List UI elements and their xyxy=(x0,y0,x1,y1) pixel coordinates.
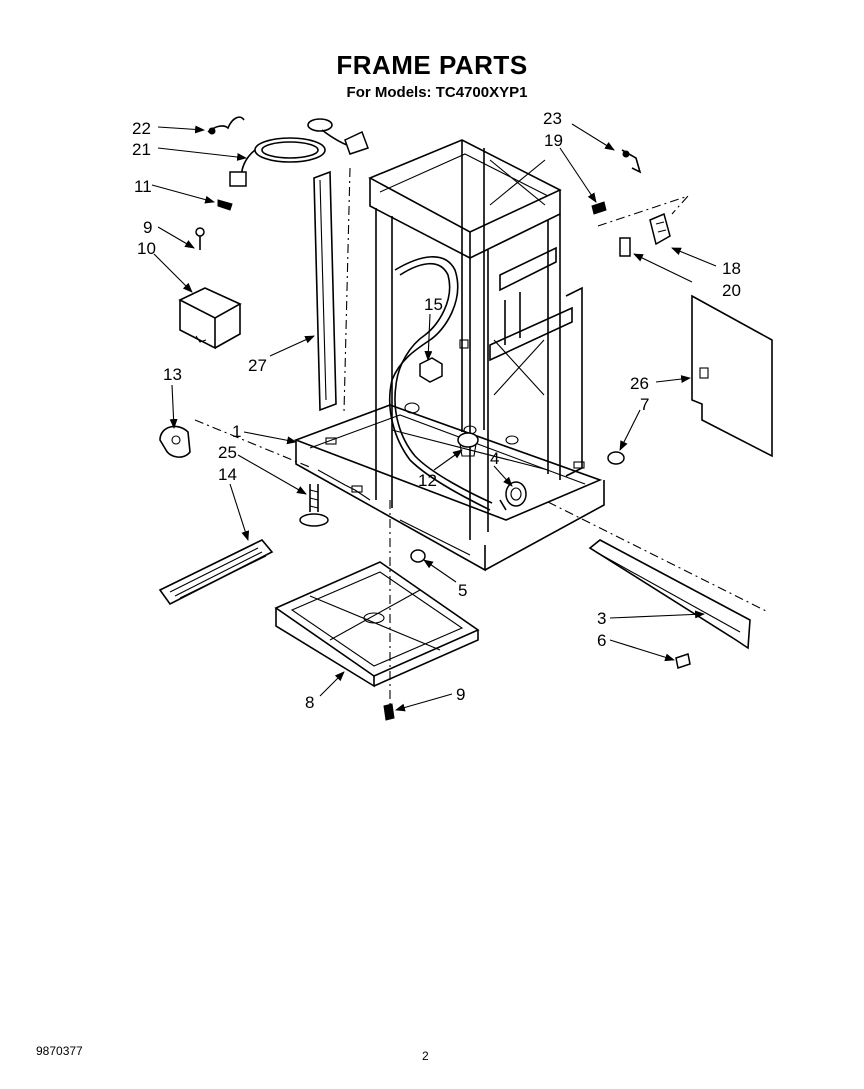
leader-arrows xyxy=(151,123,717,712)
callout-11: 11 xyxy=(134,177,152,196)
part-4-grommet xyxy=(499,481,527,511)
model-subtitle: For Models: TC4700XYP1 xyxy=(346,84,528,101)
part-11-screw xyxy=(217,199,233,211)
callout-8: 8 xyxy=(305,693,314,712)
part-8-base-pan xyxy=(274,561,480,688)
part-14-pad xyxy=(158,539,274,606)
guide-line xyxy=(194,419,313,469)
page-title: FRAME PARTS xyxy=(336,50,528,80)
part-6-screw xyxy=(675,653,691,669)
part-25-leveling-leg xyxy=(299,484,329,527)
part-15-connector xyxy=(419,339,469,383)
document-number: 9870377 xyxy=(36,1044,83,1058)
part-9-bottom-screw xyxy=(383,703,395,721)
callout-15: 15 xyxy=(424,295,443,314)
callout-23: 23 xyxy=(543,109,562,128)
callout-12: 12 xyxy=(418,471,437,490)
callout-6: 6 xyxy=(597,631,606,650)
part-22-clip xyxy=(207,116,245,135)
callout-19: 19 xyxy=(544,131,563,150)
callout-7: 7 xyxy=(640,395,649,414)
callout-22: 22 xyxy=(132,119,151,138)
callout-14: 14 xyxy=(218,465,237,484)
part-10-bracket xyxy=(178,287,242,350)
callout-20: 20 xyxy=(722,281,741,300)
callout-9: 9 xyxy=(143,218,152,237)
part-27-strip xyxy=(313,170,337,412)
cabinet-frame xyxy=(293,139,605,572)
callout-3: 3 xyxy=(597,609,606,628)
part-7-nut xyxy=(607,451,625,465)
page-number: 2 xyxy=(422,1049,429,1063)
guide-line xyxy=(547,501,769,613)
callout-1: 1 xyxy=(232,422,241,441)
part-19-screw xyxy=(591,201,607,215)
guide-line xyxy=(343,167,351,413)
guide-line xyxy=(597,194,690,227)
part-18-switch xyxy=(649,212,671,246)
callout-9-bottom: 9 xyxy=(456,685,465,704)
callout-26: 26 xyxy=(630,374,649,393)
part-20-plate xyxy=(619,237,631,257)
part-26-panel xyxy=(691,294,773,458)
callout-10: 10 xyxy=(137,239,156,258)
callout-27: 27 xyxy=(248,356,267,375)
callout-5: 5 xyxy=(458,581,467,600)
part-13-clip xyxy=(159,425,191,458)
callout-25: 25 xyxy=(218,443,237,462)
part-5-nut xyxy=(410,549,426,563)
callout-4: 4 xyxy=(490,449,499,468)
callout-13: 13 xyxy=(163,365,182,384)
callout-21: 21 xyxy=(132,140,151,159)
callout-18: 18 xyxy=(722,259,741,278)
part-12-bushing xyxy=(457,432,479,457)
part-21-power-cord xyxy=(229,118,369,187)
part-23-clip xyxy=(621,149,642,174)
part-3-rail xyxy=(588,539,751,650)
part-9-screw xyxy=(195,227,205,250)
